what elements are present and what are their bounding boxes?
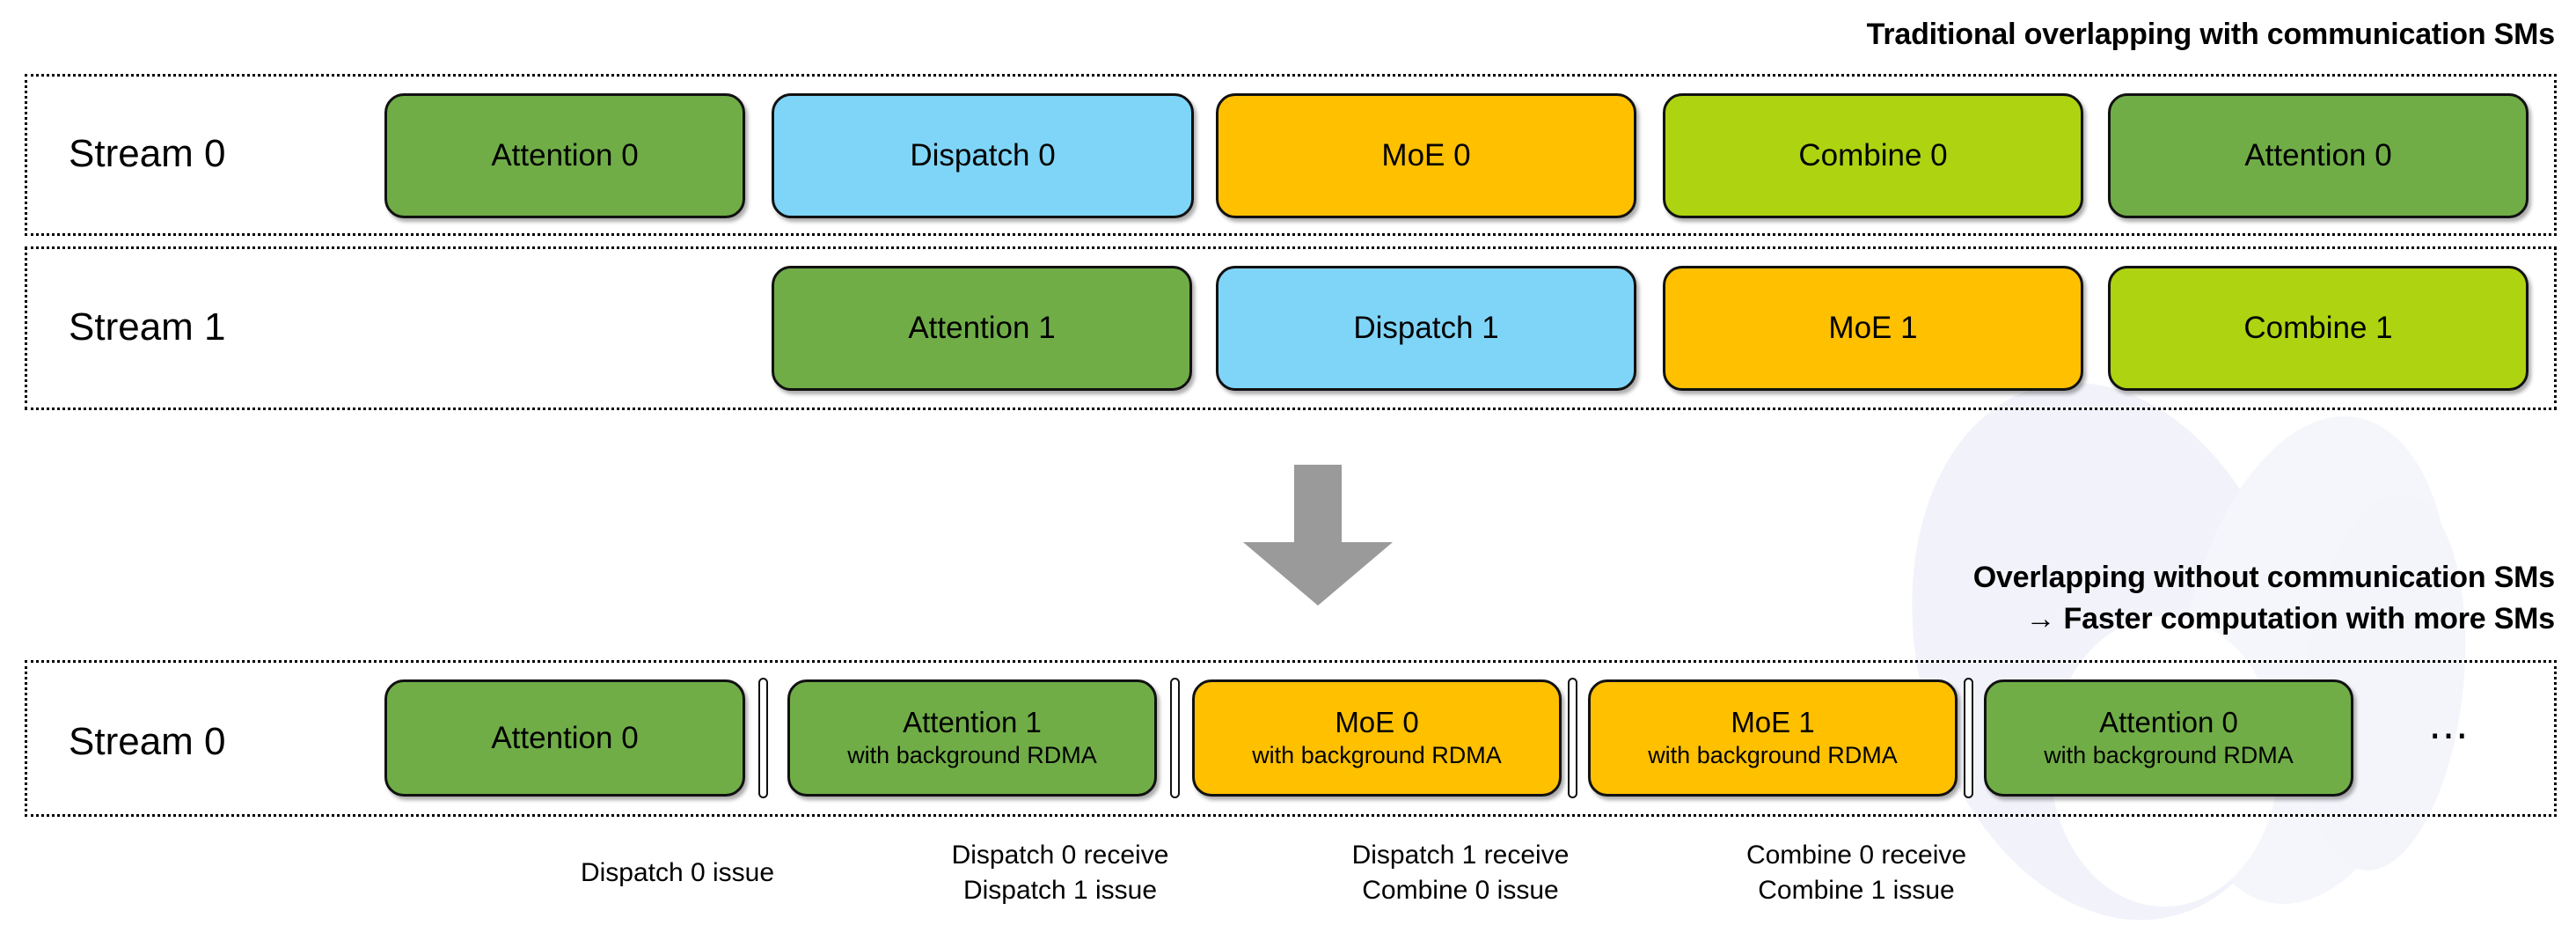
task-block-combine-1-r1-3[interactable]: Combine 1: [2108, 266, 2528, 391]
task-block-subtitle: with background RDMA: [1252, 742, 1502, 769]
task-block-dispatch-0-r0-1[interactable]: Dispatch 0: [772, 93, 1194, 218]
caption-line-2: Combine 0 issue: [1362, 875, 1559, 905]
stream-separator-2-3: [1964, 678, 1973, 798]
caption-line-1: Dispatch 1 receive: [1351, 841, 1570, 870]
task-block-subtitle: with background RDMA: [847, 742, 1097, 769]
ellipsis-more-blocks: ⋯: [2428, 712, 2473, 758]
caption-line-1: Combine 0 receive: [1745, 841, 1967, 870]
task-block-title: Attention 0: [2099, 706, 2238, 739]
task-block-moe-1-r2-3[interactable]: MoE 1 with background RDMA: [1588, 679, 1958, 797]
stream-separator-2-2: [1568, 678, 1577, 798]
heading-line-2: → Faster computation with more SMs: [2025, 601, 2556, 635]
task-block-title: Attention 1: [903, 706, 1042, 739]
caption-line-1: Dispatch 0 issue: [580, 858, 775, 887]
task-block-title: Attention 0: [2244, 138, 2392, 173]
task-block-attention-0-r2-4[interactable]: Attention 0 with background RDMA: [1984, 679, 2353, 797]
task-block-attention-1-r1-0[interactable]: Attention 1: [772, 266, 1192, 391]
task-block-title: Dispatch 1: [1353, 311, 1499, 346]
task-block-title: Attention 1: [908, 311, 1056, 346]
heading-overlapping-without-sms: Overlapping without communication SMs → …: [1763, 557, 2556, 640]
stream-row-1: [25, 246, 2557, 410]
stream-row-2: [25, 660, 2557, 817]
task-block-title: Attention 0: [491, 720, 639, 755]
task-block-moe-0-r0-2[interactable]: MoE 0: [1216, 93, 1636, 218]
task-block-title: MoE 1: [1731, 706, 1815, 739]
task-block-title: MoE 0: [1381, 138, 1471, 173]
stream-row-0: [25, 74, 2557, 236]
task-block-dispatch-1-r1-1[interactable]: Dispatch 1: [1216, 266, 1636, 391]
timeline-caption-0: Dispatch 0 issue: [501, 856, 853, 891]
task-block-title: Combine 1: [2243, 311, 2393, 346]
task-block-title: Dispatch 0: [910, 138, 1056, 173]
task-block-moe-1-r1-2[interactable]: MoE 1: [1663, 266, 2083, 391]
task-block-title: Combine 0: [1798, 138, 1948, 173]
task-block-combine-0-r0-3[interactable]: Combine 0: [1663, 93, 2083, 218]
stream-separator-2-0: [758, 678, 768, 798]
task-block-moe-0-r2-2[interactable]: MoE 0 with background RDMA: [1192, 679, 1562, 797]
heading-line-1: Overlapping without communication SMs: [1972, 561, 2556, 594]
task-block-attention-0-r0-0[interactable]: Attention 0: [384, 93, 745, 218]
task-block-subtitle: with background RDMA: [1648, 742, 1898, 769]
task-block-attention-1-r2-1[interactable]: Attention 1 with background RDMA: [787, 679, 1157, 797]
stream-label-1: Stream 1: [69, 305, 226, 349]
task-block-attention-0-r2-0[interactable]: Attention 0: [384, 679, 745, 797]
caption-line-1: Dispatch 0 receive: [951, 841, 1169, 870]
task-block-title: Attention 0: [491, 138, 639, 173]
heading-traditional-overlapping: Traditional overlapping with communicati…: [1866, 18, 2556, 51]
caption-line-2: Combine 1 issue: [1758, 875, 1955, 905]
down-arrow-icon: [1243, 465, 1393, 606]
caption-line-2: Dispatch 1 issue: [962, 875, 1158, 905]
task-block-title: MoE 0: [1335, 706, 1419, 739]
stream-label-2: Stream 0: [69, 720, 226, 763]
task-block-attention-0-r0-4[interactable]: Attention 0: [2108, 93, 2528, 218]
stream-label-0: Stream 0: [69, 132, 226, 175]
task-block-subtitle: with background RDMA: [2044, 742, 2294, 769]
stream-separator-2-1: [1170, 678, 1180, 798]
task-block-title: MoE 1: [1828, 311, 1918, 346]
